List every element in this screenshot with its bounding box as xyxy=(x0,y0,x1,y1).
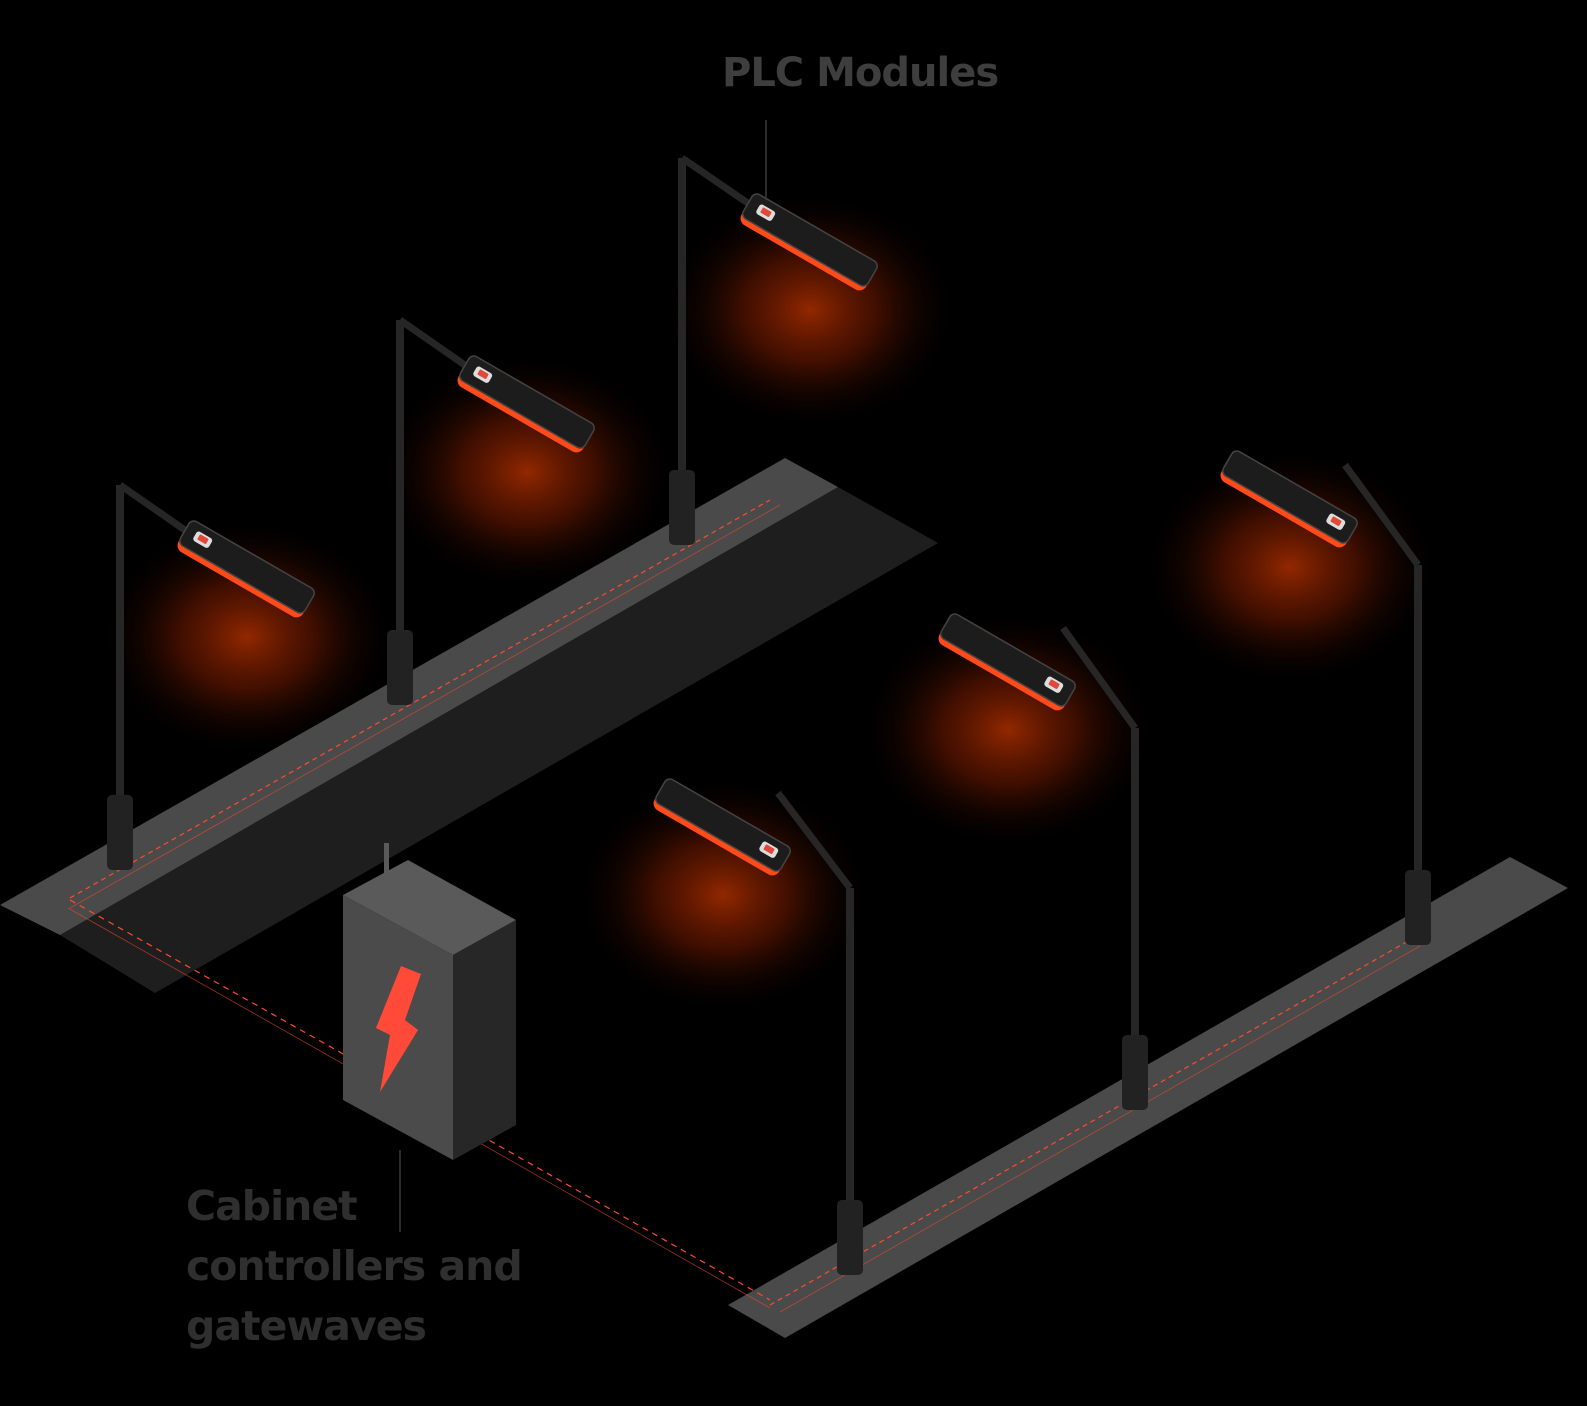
lamp-pole-base xyxy=(387,630,413,705)
street-lamps xyxy=(107,155,1431,1275)
lamp-head xyxy=(457,355,595,453)
lightning-bolt-icon xyxy=(376,966,421,1092)
cable-lines xyxy=(67,899,771,1309)
light-glow xyxy=(660,190,960,430)
street-lamp xyxy=(1220,450,1431,945)
lamp-pole xyxy=(846,888,854,1215)
lamp-pole-base xyxy=(107,795,133,870)
street-lamp xyxy=(653,778,863,1275)
lamp-pole xyxy=(396,320,404,645)
lamp-pole xyxy=(1131,728,1139,1050)
light-glows xyxy=(97,190,1440,1015)
cabinet-label-line: controllers and xyxy=(186,1242,523,1290)
lamp-pole-base xyxy=(837,1200,863,1275)
lamp-head xyxy=(938,613,1076,711)
antenna xyxy=(384,843,389,888)
plc-modules-label: PLC Modules xyxy=(722,50,999,96)
lamp-arm xyxy=(1060,625,1138,731)
road-left xyxy=(0,458,938,993)
cabinet-label: Cabinet controllers and gatewaves xyxy=(186,1176,523,1356)
lamp-pole-base xyxy=(669,470,695,545)
street-lamp xyxy=(387,317,595,705)
street-lamp xyxy=(107,482,315,870)
light-glow xyxy=(1140,447,1440,687)
cabinet xyxy=(343,843,516,1160)
cabinet-label-line: Cabinet xyxy=(186,1182,358,1230)
lamp-arm xyxy=(680,155,757,211)
lamp-pole xyxy=(1414,565,1422,885)
lamp-arm xyxy=(118,482,194,538)
lamp-pole xyxy=(678,158,686,485)
light-glow xyxy=(858,610,1158,850)
lamp-pole-base xyxy=(1405,870,1431,945)
street-lamp xyxy=(669,155,878,545)
lamp-head xyxy=(740,193,878,291)
lamp-arm xyxy=(1342,462,1421,568)
lamp-pole xyxy=(116,485,124,810)
lamp-head xyxy=(1220,450,1358,548)
lamp-head xyxy=(653,778,791,876)
lamp-arm xyxy=(398,317,474,373)
lamp-arm xyxy=(775,790,853,891)
street-lamp xyxy=(938,613,1148,1110)
light-glow xyxy=(97,517,397,757)
cabinet-label-line: gatewaves xyxy=(186,1302,427,1350)
light-glow xyxy=(573,775,873,1015)
lamp-head xyxy=(177,520,315,618)
lamp-pole-base xyxy=(1122,1035,1148,1110)
light-glow xyxy=(377,352,677,592)
